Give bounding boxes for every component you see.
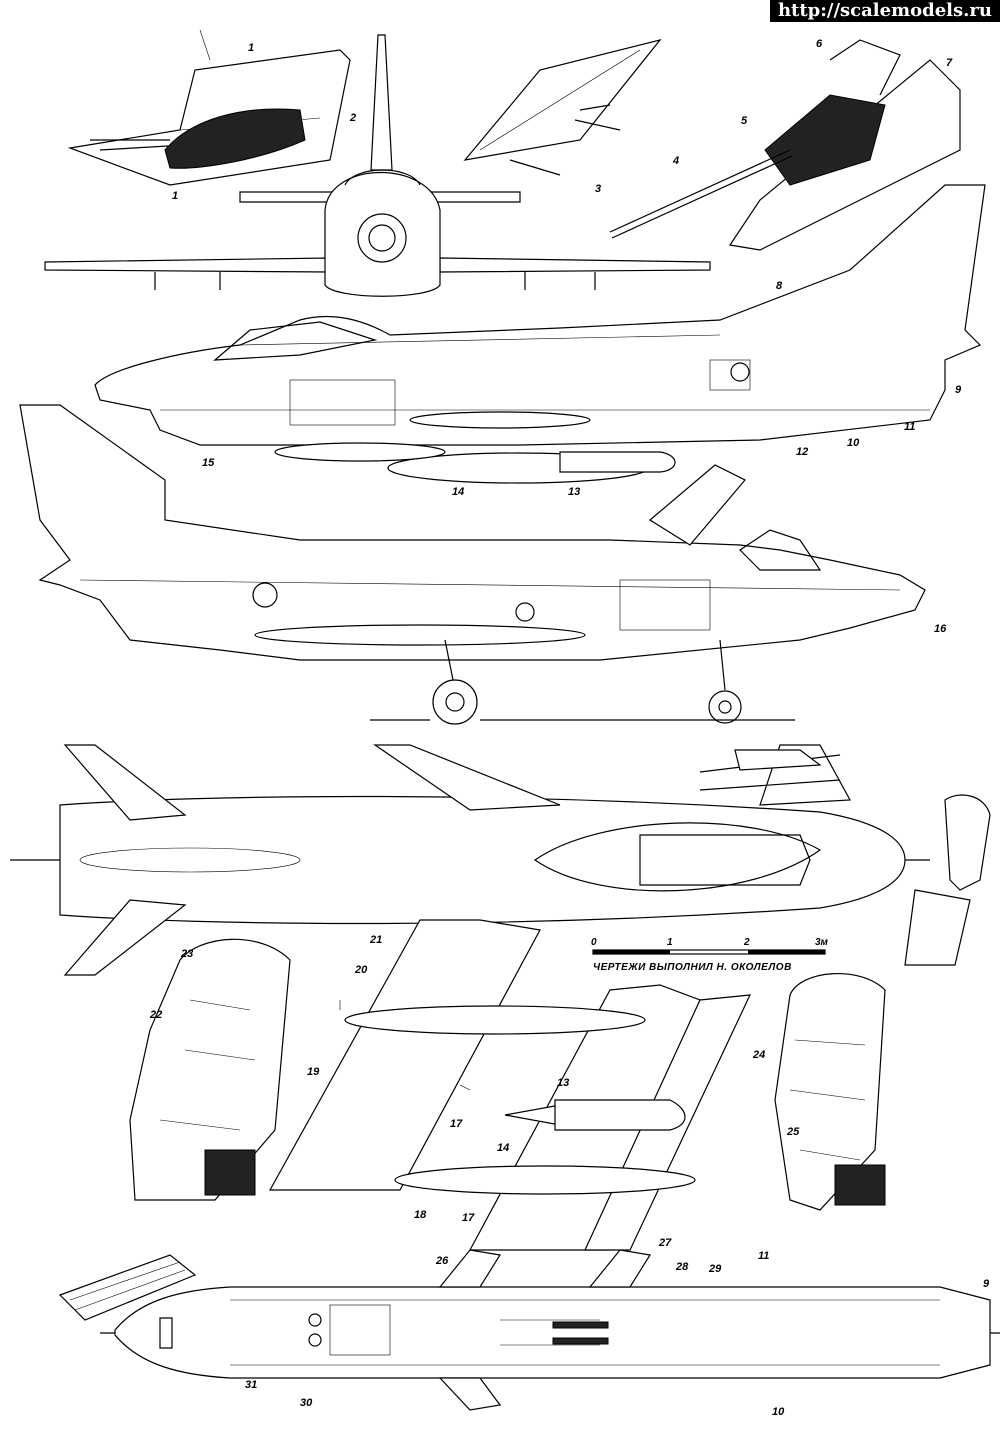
scale-label-3: 3м xyxy=(815,937,828,948)
callout-9: 9 xyxy=(955,384,962,396)
callout-13: 13 xyxy=(568,486,581,498)
callout-4: 4 xyxy=(673,155,680,167)
callout-15: 15 xyxy=(202,457,215,469)
drawing-credit: ЧЕРТЕЖИ ВЫПОЛНИЛ Н. ОКОЛЕЛОВ xyxy=(593,962,792,973)
scale-label-0: 0 xyxy=(591,937,597,948)
callout-7: 7 xyxy=(946,57,953,69)
callout-26: 26 xyxy=(436,1255,449,1267)
callout-20: 20 xyxy=(355,964,368,976)
callout-29: 29 xyxy=(709,1263,722,1275)
callout-5: 5 xyxy=(741,115,748,127)
callout-23: 23 xyxy=(181,948,194,960)
callout-10: 10 xyxy=(772,1406,785,1418)
scale-label-1: 1 xyxy=(667,937,673,948)
callout-14: 14 xyxy=(452,486,465,498)
panel-detail xyxy=(463,38,662,176)
callout-1: 1 xyxy=(172,190,179,202)
top-view-aircraft xyxy=(10,744,930,976)
callout-30: 30 xyxy=(300,1397,313,1409)
callout-18: 18 xyxy=(414,1209,427,1221)
callout-3: 3 xyxy=(595,183,602,195)
watermark-url[interactable]: http://scalemodels.ru xyxy=(769,0,1000,22)
front-view-aircraft xyxy=(44,34,711,297)
callout-28: 28 xyxy=(676,1261,689,1273)
ejection-seat-left xyxy=(129,938,291,1201)
callout-17: 17 xyxy=(450,1118,463,1130)
callout-25: 25 xyxy=(787,1126,800,1138)
callout-24: 24 xyxy=(753,1049,766,1061)
control-stick-detail xyxy=(904,794,991,966)
side-view-lower xyxy=(19,404,926,725)
callout-27: 27 xyxy=(659,1237,672,1249)
rocket-pod-top xyxy=(699,749,841,791)
rocket-launcher-detail xyxy=(58,1254,197,1321)
callout-12: 12 xyxy=(796,446,809,458)
callout-2: 2 xyxy=(350,112,357,124)
callout-31: 31 xyxy=(245,1379,258,1391)
cannon-detail xyxy=(609,39,961,251)
callout-19: 19 xyxy=(307,1066,320,1078)
callout-1: 1 xyxy=(248,42,255,54)
callout-22: 22 xyxy=(150,1009,163,1021)
callout-13: 13 xyxy=(557,1077,570,1089)
wing-stores-detail xyxy=(268,919,751,1251)
callout-6: 6 xyxy=(816,38,823,50)
scale-label-2: 2 xyxy=(744,937,750,948)
callout-10: 10 xyxy=(847,437,860,449)
callout-11: 11 xyxy=(758,1250,770,1262)
callout-16: 16 xyxy=(934,623,947,635)
ejection-seat-right xyxy=(774,973,886,1211)
bottom-view-aircraft xyxy=(100,1249,1000,1411)
callout-17: 17 xyxy=(462,1212,475,1224)
callout-9: 9 xyxy=(983,1278,990,1290)
side-view-upper xyxy=(94,184,986,484)
callout-11: 11 xyxy=(904,421,916,433)
gun-bay-detail xyxy=(67,29,351,186)
scale-bar xyxy=(592,949,826,955)
callout-8: 8 xyxy=(776,280,783,292)
callout-14: 14 xyxy=(497,1142,510,1154)
callout-21: 21 xyxy=(370,934,383,946)
